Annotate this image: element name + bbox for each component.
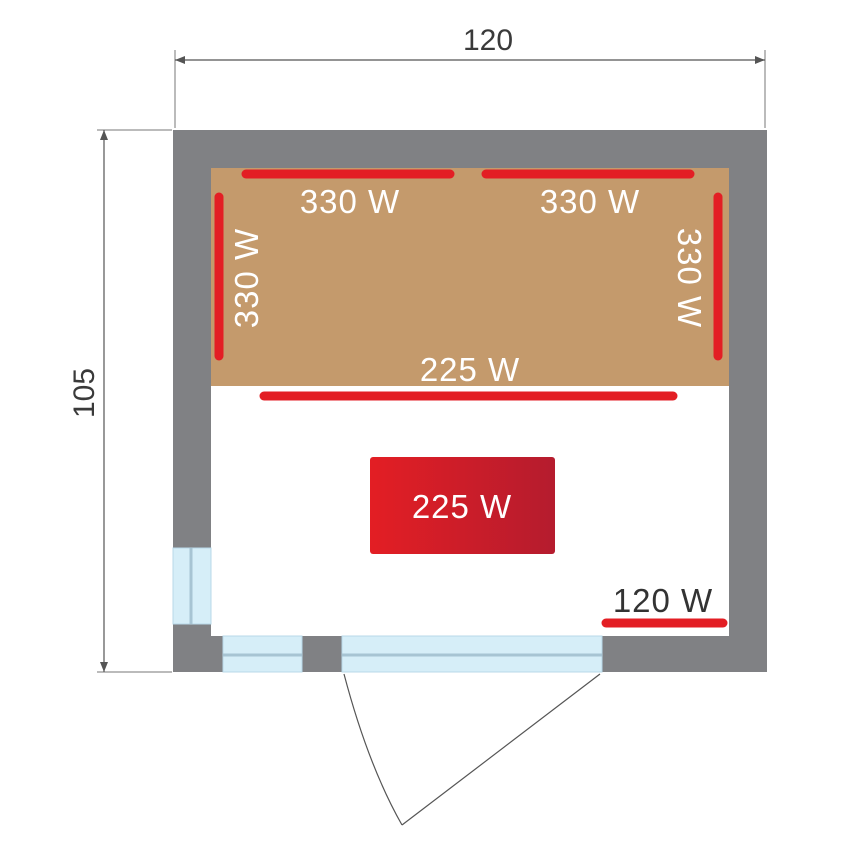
wall-bottom-right xyxy=(602,636,767,672)
width-label: 120 xyxy=(463,24,513,57)
depth-label: 105 xyxy=(68,368,101,418)
door-swing xyxy=(343,673,601,826)
wall-right xyxy=(729,130,767,672)
wall-bottom-left-block xyxy=(173,636,223,672)
wall-left-upper xyxy=(173,130,211,548)
glass-panels xyxy=(172,547,603,673)
label-floor-panel: 225 W xyxy=(412,488,512,525)
heaters xyxy=(214,169,728,628)
label-bench-front: 225 W xyxy=(420,351,520,388)
label-right-side: 330 W xyxy=(671,228,708,328)
wall-bottom-mid-block xyxy=(302,636,342,672)
heater-labels: 330 W 330 W 330 W 330 W 225 W 225 W 120 … xyxy=(228,183,713,619)
walls xyxy=(173,130,767,672)
depth-dimension: 105 xyxy=(68,129,172,673)
width-dimension: 120 xyxy=(174,24,766,128)
bench xyxy=(211,168,729,386)
label-left-side: 330 W xyxy=(228,228,265,328)
heater-floor-panel xyxy=(370,457,555,554)
label-top-left: 330 W xyxy=(300,183,400,220)
label-top-right: 330 W xyxy=(540,183,640,220)
label-corner-bottom: 120 W xyxy=(613,582,713,619)
wall-top xyxy=(173,130,767,168)
